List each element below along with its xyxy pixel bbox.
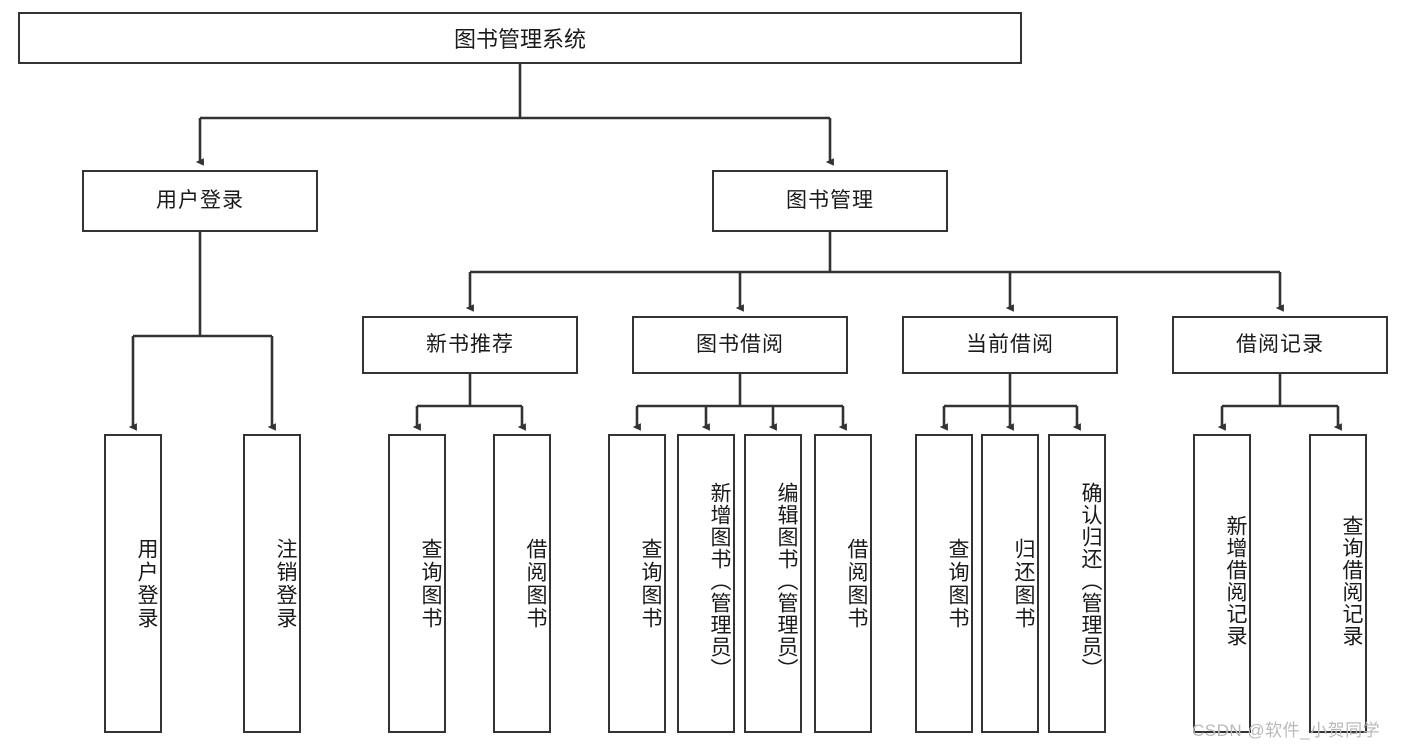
node-leaf-borrow-book-new[interactable]: 借阅图书 xyxy=(493,434,551,733)
node-label: 查询借阅记录 xyxy=(1340,514,1363,647)
node-label: 用户登录 xyxy=(156,189,244,213)
node-leaf-return-book[interactable]: 归还图书 xyxy=(981,434,1039,733)
node-label: 借阅图书 xyxy=(524,537,547,630)
node-leaf-query-borrow-record[interactable]: 查询借阅记录 xyxy=(1309,434,1367,733)
node-label: 图书管理 xyxy=(786,189,874,213)
node-label: 确认归还（管理员） xyxy=(1079,481,1102,680)
node-leaf-query-book-new[interactable]: 查询图书 xyxy=(388,434,446,733)
node-leaf-logout[interactable]: 注销登录 xyxy=(243,434,301,733)
node-new-book-recommend[interactable]: 新书推荐 xyxy=(362,316,578,374)
node-user-login[interactable]: 用户登录 xyxy=(82,170,318,232)
node-label: 当前借阅 xyxy=(966,333,1054,357)
node-leaf-query-book-current[interactable]: 查询图书 xyxy=(915,434,973,733)
node-label: 图书管理系统 xyxy=(453,27,586,52)
node-book-borrow[interactable]: 图书借阅 xyxy=(632,316,848,374)
node-label: 借阅图书 xyxy=(845,537,868,630)
node-book-management[interactable]: 图书管理 xyxy=(712,170,948,232)
node-label: 注销登录 xyxy=(274,537,297,630)
node-label: 查询图书 xyxy=(419,537,442,630)
node-label: 查询图书 xyxy=(639,537,662,630)
node-leaf-user-login[interactable]: 用户登录 xyxy=(104,434,162,733)
node-label: 新增图书（管理员） xyxy=(708,481,731,680)
node-label: 用户登录 xyxy=(135,537,158,630)
node-label: 借阅记录 xyxy=(1236,333,1324,357)
node-leaf-borrow-book[interactable]: 借阅图书 xyxy=(814,434,872,733)
node-leaf-confirm-return-admin[interactable]: 确认归还（管理员） xyxy=(1048,434,1106,733)
node-label: 图书借阅 xyxy=(696,333,784,357)
node-label: 新书推荐 xyxy=(426,333,514,357)
node-current-borrow[interactable]: 当前借阅 xyxy=(902,316,1118,374)
node-leaf-query-book-borrow[interactable]: 查询图书 xyxy=(608,434,666,733)
node-label: 新增借阅记录 xyxy=(1224,514,1247,647)
watermark-text: CSDN @软件_小贺同学 xyxy=(1192,721,1381,740)
node-borrow-record[interactable]: 借阅记录 xyxy=(1172,316,1388,374)
node-leaf-add-book-admin[interactable]: 新增图书（管理员） xyxy=(677,434,735,733)
node-label: 编辑图书（管理员） xyxy=(775,481,798,680)
node-label: 归还图书 xyxy=(1012,537,1035,630)
node-label: 查询图书 xyxy=(946,537,969,630)
node-root-system[interactable]: 图书管理系统 xyxy=(18,12,1022,64)
node-leaf-add-borrow-record[interactable]: 新增借阅记录 xyxy=(1193,434,1251,733)
node-leaf-edit-book-admin[interactable]: 编辑图书（管理员） xyxy=(744,434,802,733)
